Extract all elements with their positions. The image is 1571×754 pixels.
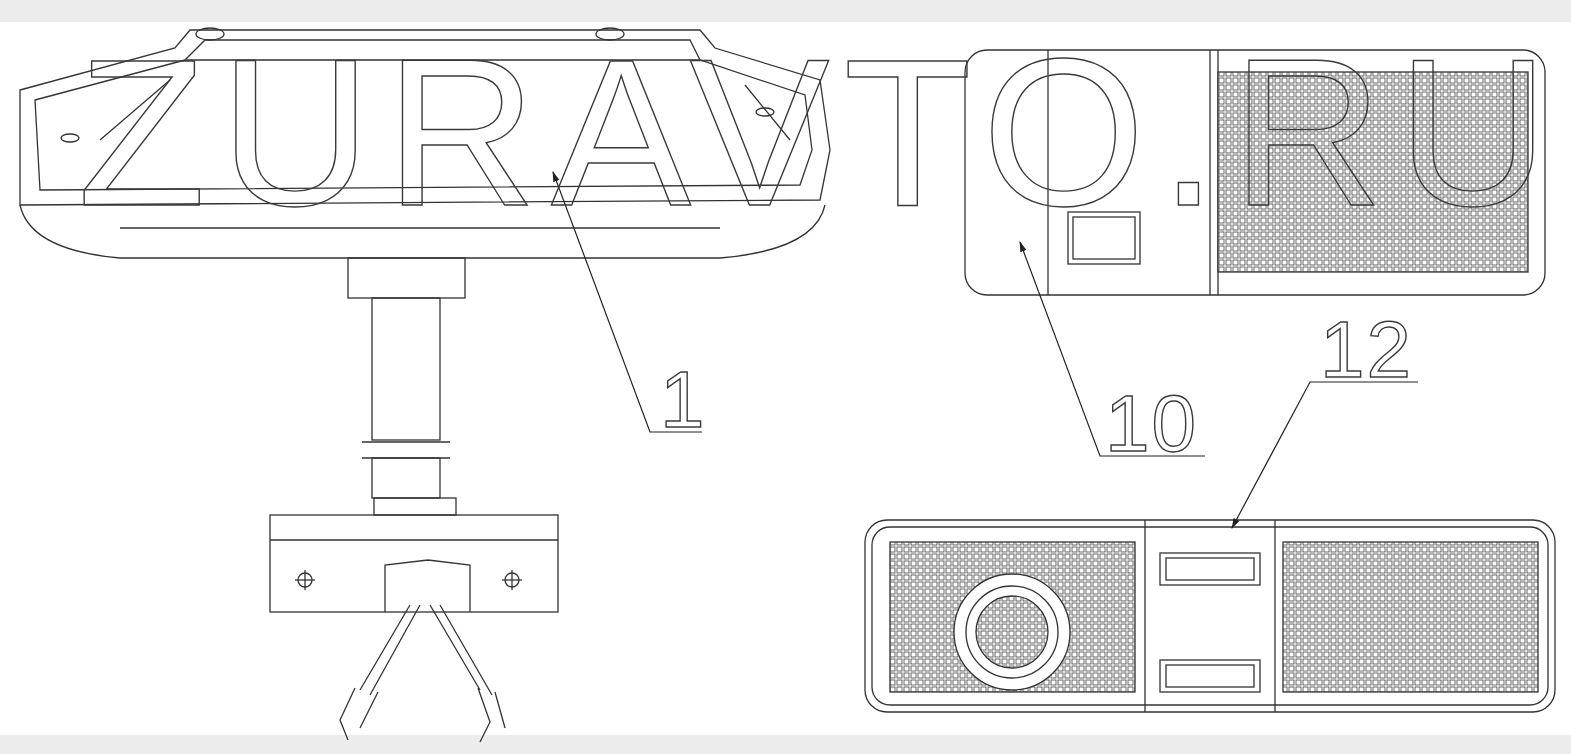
- callout-number: 10: [1105, 384, 1198, 464]
- callout-number: 1: [660, 360, 705, 440]
- top-band: [0, 0, 1571, 22]
- bottom-band: [0, 735, 1571, 754]
- callout-number: 12: [1320, 310, 1413, 390]
- watermark: ZURAVTO.RU: [77, 28, 1563, 238]
- lamp-bottom-view: [865, 520, 1555, 712]
